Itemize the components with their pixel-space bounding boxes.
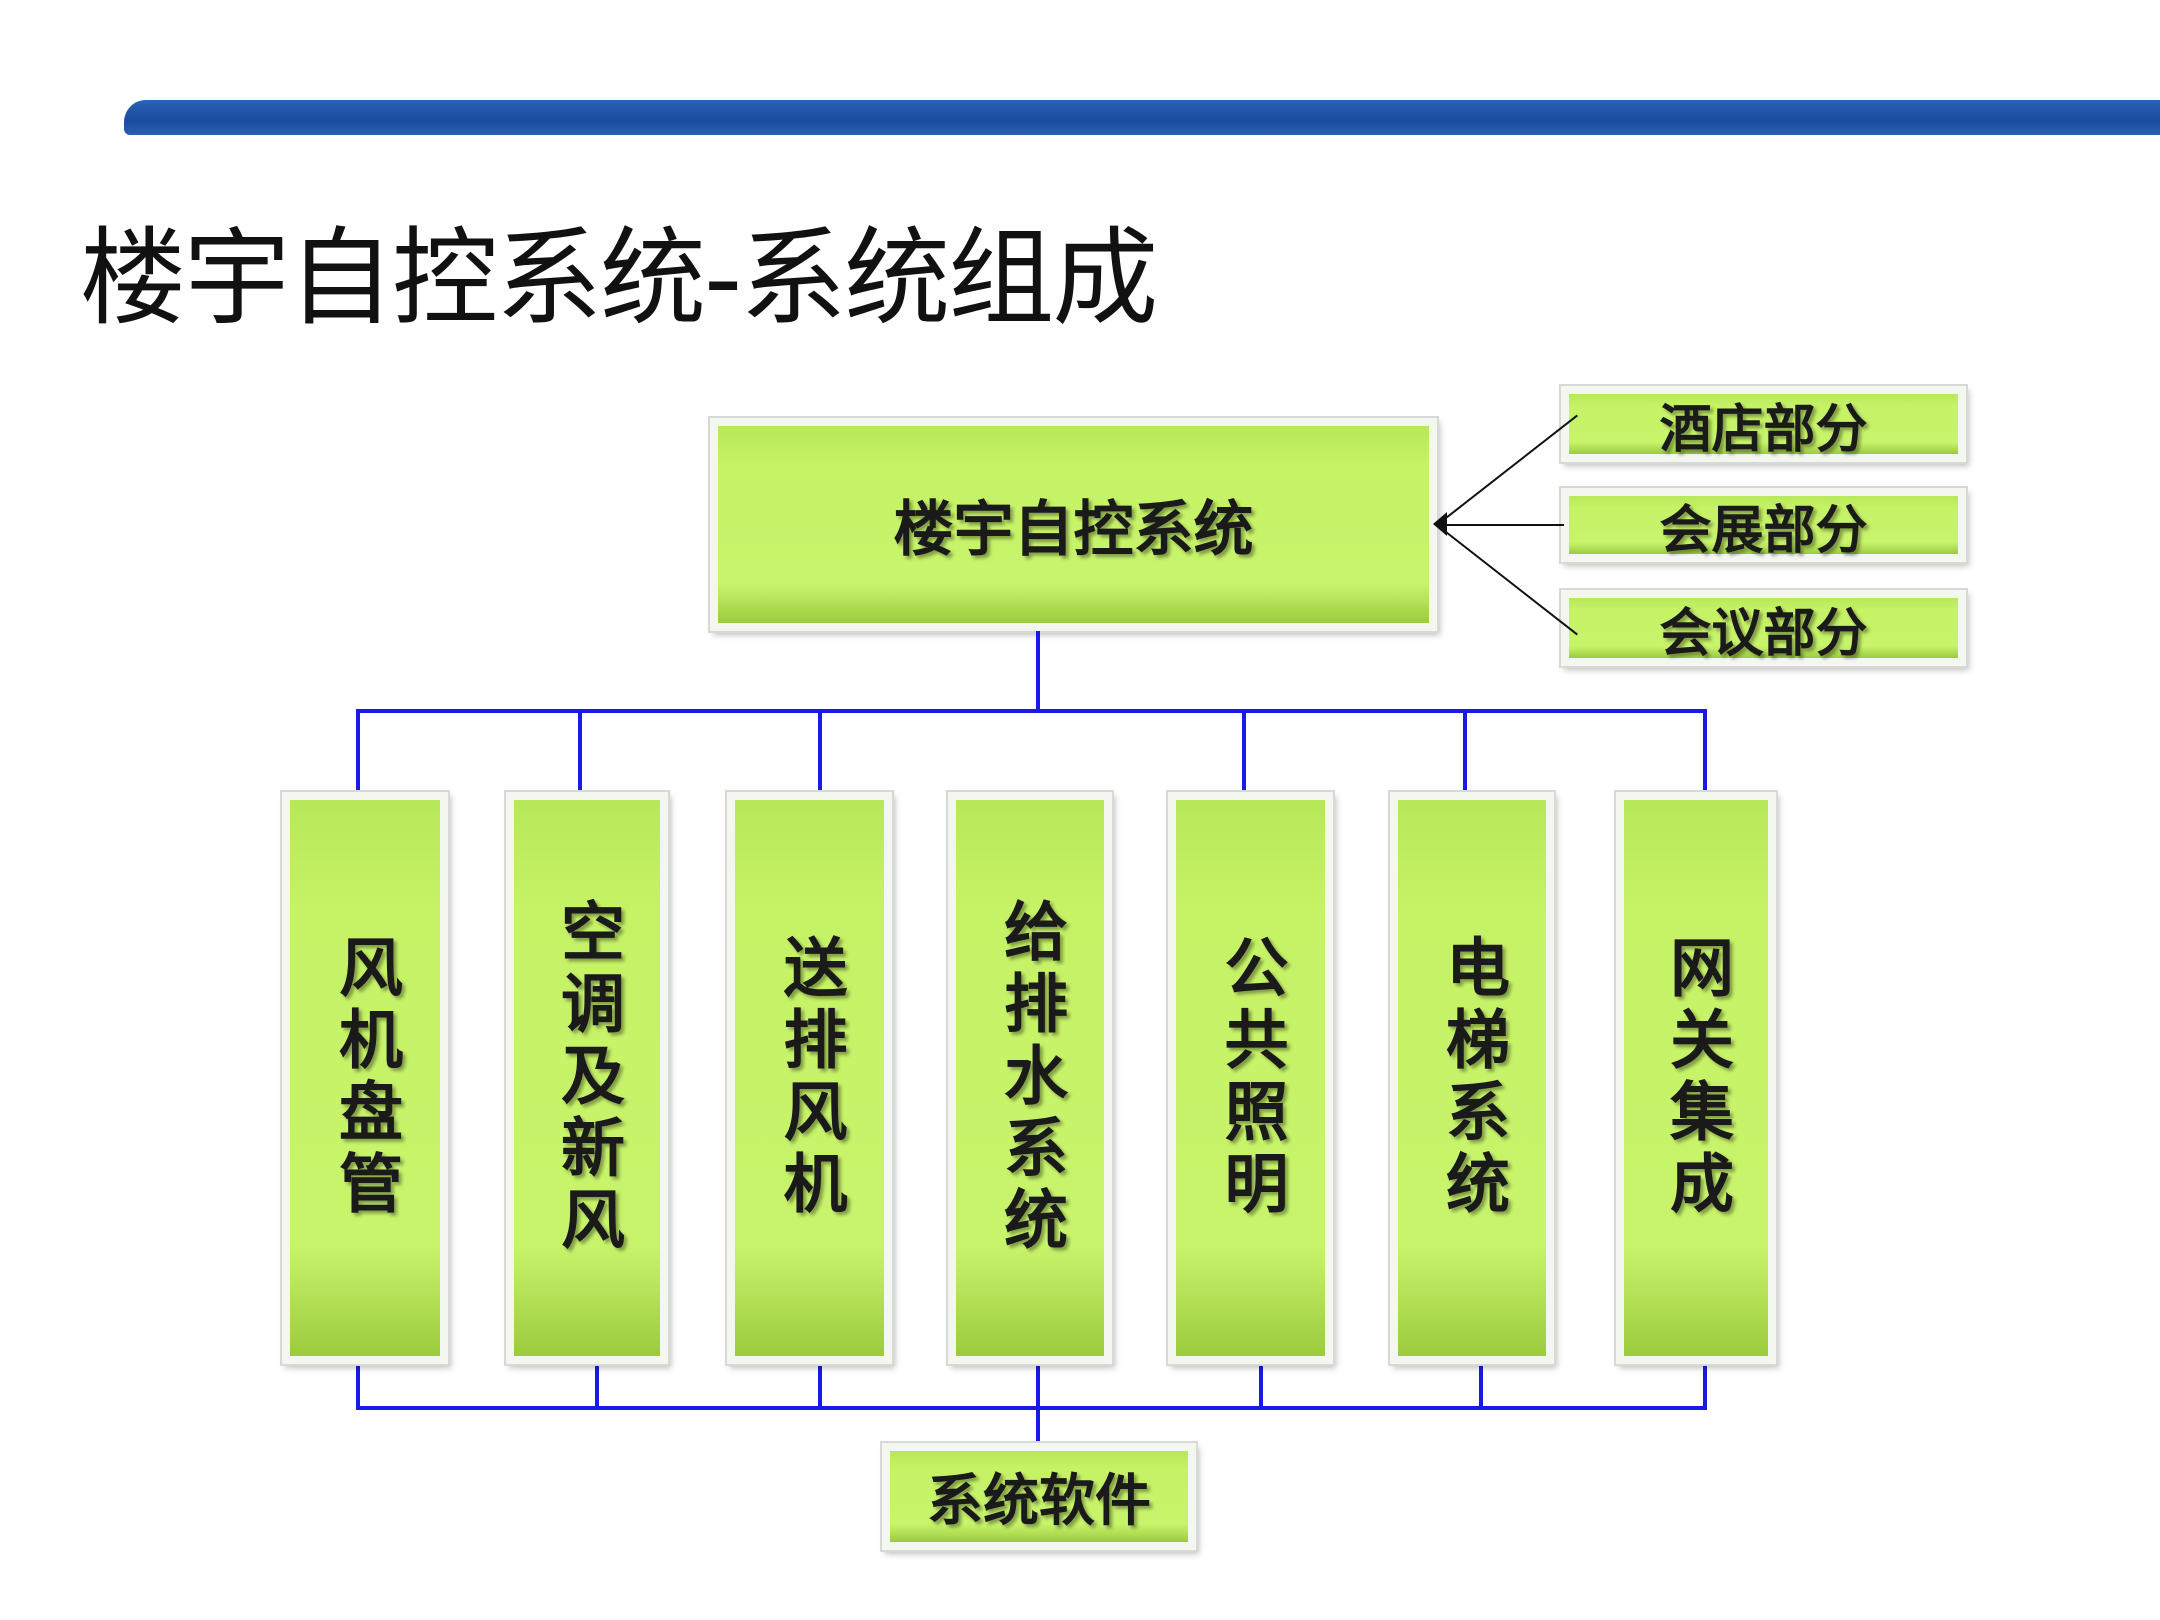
bottom-bus-line [356,1406,1707,1410]
rise-line [356,1362,360,1408]
part-node-exhibition: 会展部分 [1561,488,1966,562]
software-node: 系统软件 [882,1443,1196,1550]
rise-line [1259,1362,1263,1408]
part-node-conference: 会议部分 [1561,590,1966,666]
top-bus-line [356,709,1707,713]
root-trunk-line [1036,631,1040,713]
subsystem-node: 空调及新风 [506,792,668,1364]
rise-line [818,1362,822,1408]
connector-hotel [1436,414,1578,526]
header-bar [124,100,2160,135]
drop-line [818,711,822,793]
subsystem-node: 给排水系统 [948,792,1112,1364]
rise-line [1479,1362,1483,1408]
subsystem-node: 送排风机 [727,792,892,1364]
software-trunk-line [1036,1364,1040,1444]
drop-line [1242,711,1246,793]
rise-line [1703,1362,1707,1408]
page-title: 楼宇自控系统-系统组成 [80,217,1158,340]
subsystem-node: 风机盘管 [282,792,448,1364]
arrow-head-icon [1433,512,1447,536]
drop-line [1463,711,1467,793]
subsystem-node: 网关集成 [1616,792,1776,1364]
drop-line [578,711,582,793]
subsystem-node: 公共照明 [1168,792,1333,1364]
subsystem-node: 电梯系统 [1390,792,1554,1364]
root-node: 楼宇自控系统 [710,418,1437,631]
part-node-hotel: 酒店部分 [1561,386,1966,462]
connector-exhibition [1437,524,1564,526]
drop-line [356,711,360,793]
connector-conference [1436,524,1578,636]
rise-line [595,1362,599,1408]
drop-line [1703,711,1707,793]
